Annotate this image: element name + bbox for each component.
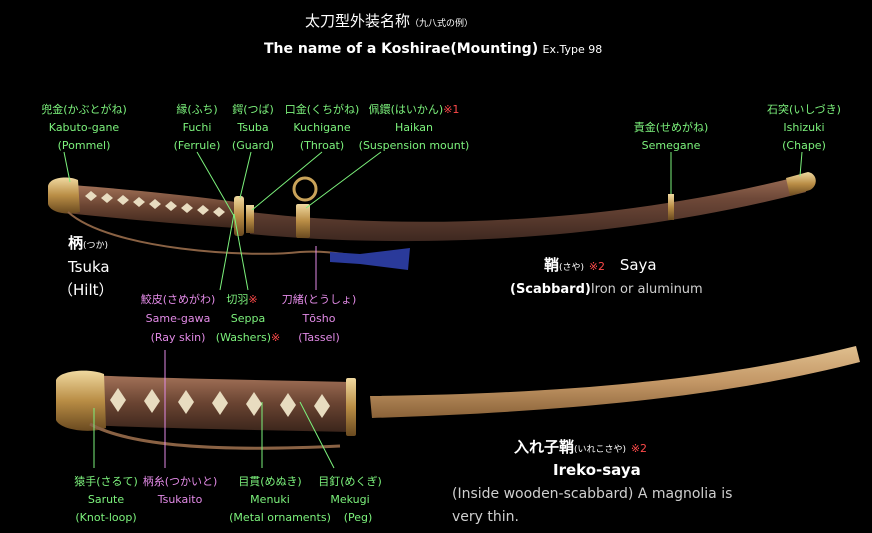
ishizuki-desc: (Chape) xyxy=(782,139,826,152)
saya-body xyxy=(250,176,806,242)
seppa-desc-wrap: (Washers)※ xyxy=(216,332,280,343)
kabutogane-part xyxy=(48,177,80,214)
haikan-jp-wrap: 佩鐶(はいかん)※1 xyxy=(369,104,460,115)
saya-jp: 鞘 xyxy=(544,256,560,274)
tassel xyxy=(330,248,410,270)
haikan-band xyxy=(296,204,310,238)
samegawa-en: Same-gawa xyxy=(145,312,211,325)
irekosaya-note: ※2 xyxy=(630,442,648,455)
menuki-jp: 目貫(めぬき) xyxy=(238,475,302,488)
saya-desc-bold: (Scabbard) xyxy=(510,282,591,297)
tsuba-en: Tsuba xyxy=(237,121,269,134)
tsuka-desc: （Hilt） xyxy=(58,281,114,299)
haikan-en: Haikan xyxy=(395,121,433,134)
inset-tsuka xyxy=(64,374,350,432)
ishizuki-jp: 石突(いしづき) xyxy=(767,103,841,116)
leader-lines-green xyxy=(63,151,803,469)
tsuka-ruby: (つか) xyxy=(83,241,109,251)
tosho-jp: 刀緒(とうしょ) xyxy=(281,293,357,306)
irekosaya-title: 入れ子鞘(いれこさや) ※2 xyxy=(514,440,647,455)
menuki-desc: (Metal ornaments) xyxy=(229,511,331,524)
kabutogane-en: Kabuto-gane xyxy=(48,121,120,134)
tsuka-jp: 柄 xyxy=(68,234,84,252)
saya-note: ※2 xyxy=(588,260,606,273)
title-jp-sub: （九八式の例） xyxy=(410,19,474,29)
mekugi-desc: (Peg) xyxy=(343,511,373,524)
ishizuki-part xyxy=(786,172,816,196)
title-en: The name of a Koshirae(Mounting) Ex.Type… xyxy=(264,42,602,56)
irekosaya-en: Ireko-saya xyxy=(553,461,641,479)
mekugi-en: Mekugi xyxy=(330,493,370,506)
saya-en: Saya xyxy=(619,256,657,274)
sarute-jp: 猿手(さるて) xyxy=(74,475,138,488)
title-jp-main: 太刀型外装名称 xyxy=(305,12,411,30)
title-en-sub: Ex.Type 98 xyxy=(542,43,603,56)
seppa-jp: 切羽 xyxy=(226,293,249,306)
fuchi-jp: 縁(ふち) xyxy=(176,103,218,116)
kuchigane-jp: 口金(くちがね) xyxy=(284,103,360,116)
tsukaito-en: Tsukaito xyxy=(157,493,203,506)
seppa-desc-note: ※ xyxy=(271,331,281,344)
saya-desc-line: (Scabbard)Iron or aluminum xyxy=(510,283,703,296)
fuchi-en: Fuchi xyxy=(182,121,212,134)
title-en-main: The name of a Koshirae(Mounting) xyxy=(264,41,539,57)
seppa-en: Seppa xyxy=(230,312,266,325)
semegane-en: Semegane xyxy=(641,139,701,152)
ishizuki-en: Ishizuki xyxy=(783,121,825,134)
inset-diamonds xyxy=(110,388,330,418)
irekosaya-ruby: (いれこさや) xyxy=(574,445,627,455)
saya-ruby: (さや) xyxy=(559,263,585,273)
title-jp: 太刀型外装名称（九八式の例） xyxy=(305,14,473,29)
samegawa-jp: 鮫皮(さめがわ) xyxy=(140,293,216,306)
tsuka-jp-wrap: 柄(つか) xyxy=(68,236,108,251)
saya-title: 鞘(さや) ※2 Saya xyxy=(544,258,657,273)
tsuba-jp: 鍔(つば) xyxy=(232,103,274,116)
inset-kabutogane xyxy=(56,370,106,431)
kabutogane-desc: (Pommel) xyxy=(57,139,111,152)
haikan-desc: (Suspension mount) xyxy=(358,139,470,152)
tsukaito-jp: 柄糸(つかいと) xyxy=(142,475,218,488)
seppa-jp-wrap: 切羽※ xyxy=(226,294,257,305)
irekosaya-desc1: (Inside wooden-scabbard) A magnolia is xyxy=(452,486,733,502)
tsuba-part xyxy=(234,196,244,236)
sarute-en: Sarute xyxy=(87,493,125,506)
kuchigane-part xyxy=(246,205,254,233)
haikan-jp: 佩鐶(はいかん) xyxy=(368,103,444,116)
haikan-note: ※1 xyxy=(443,103,460,116)
fuchi-desc: (Ferrule) xyxy=(173,139,221,152)
seppa-note: ※ xyxy=(248,293,258,306)
haikan-ring xyxy=(292,176,318,202)
seppa-desc: (Washers) xyxy=(215,331,272,344)
inset-cord xyxy=(89,422,341,450)
irekosaya-desc2: very thin. xyxy=(452,509,519,525)
sarute-desc: (Knot-loop) xyxy=(75,511,137,524)
irekosaya-body xyxy=(370,346,860,418)
saya-desc: Iron or aluminum xyxy=(590,282,703,297)
kuchigane-desc: (Throat) xyxy=(299,139,345,152)
tsuka-body xyxy=(58,184,236,228)
leader-lines-pink xyxy=(164,246,317,468)
semegane-jp: 責金(せめがね) xyxy=(633,121,709,134)
tsuka-diamonds xyxy=(85,191,225,217)
tsuba-desc: (Guard) xyxy=(231,139,275,152)
tosho-en: Tōsho xyxy=(302,312,336,325)
mekugi-jp: 目釘(めくぎ) xyxy=(318,475,382,488)
kabutogane-jp: 兜金(かぶとがね) xyxy=(41,103,127,116)
inset-fuchi xyxy=(346,378,356,436)
irekosaya-jp: 入れ子鞘 xyxy=(514,438,575,456)
semegane-part xyxy=(668,194,674,220)
kuchigane-en: Kuchigane xyxy=(293,121,351,134)
samegawa-desc: (Ray skin) xyxy=(150,331,206,344)
tosho-desc: (Tassel) xyxy=(298,331,340,344)
menuki-en: Menuki xyxy=(250,493,290,506)
tsuka-en: Tsuka xyxy=(68,258,110,276)
